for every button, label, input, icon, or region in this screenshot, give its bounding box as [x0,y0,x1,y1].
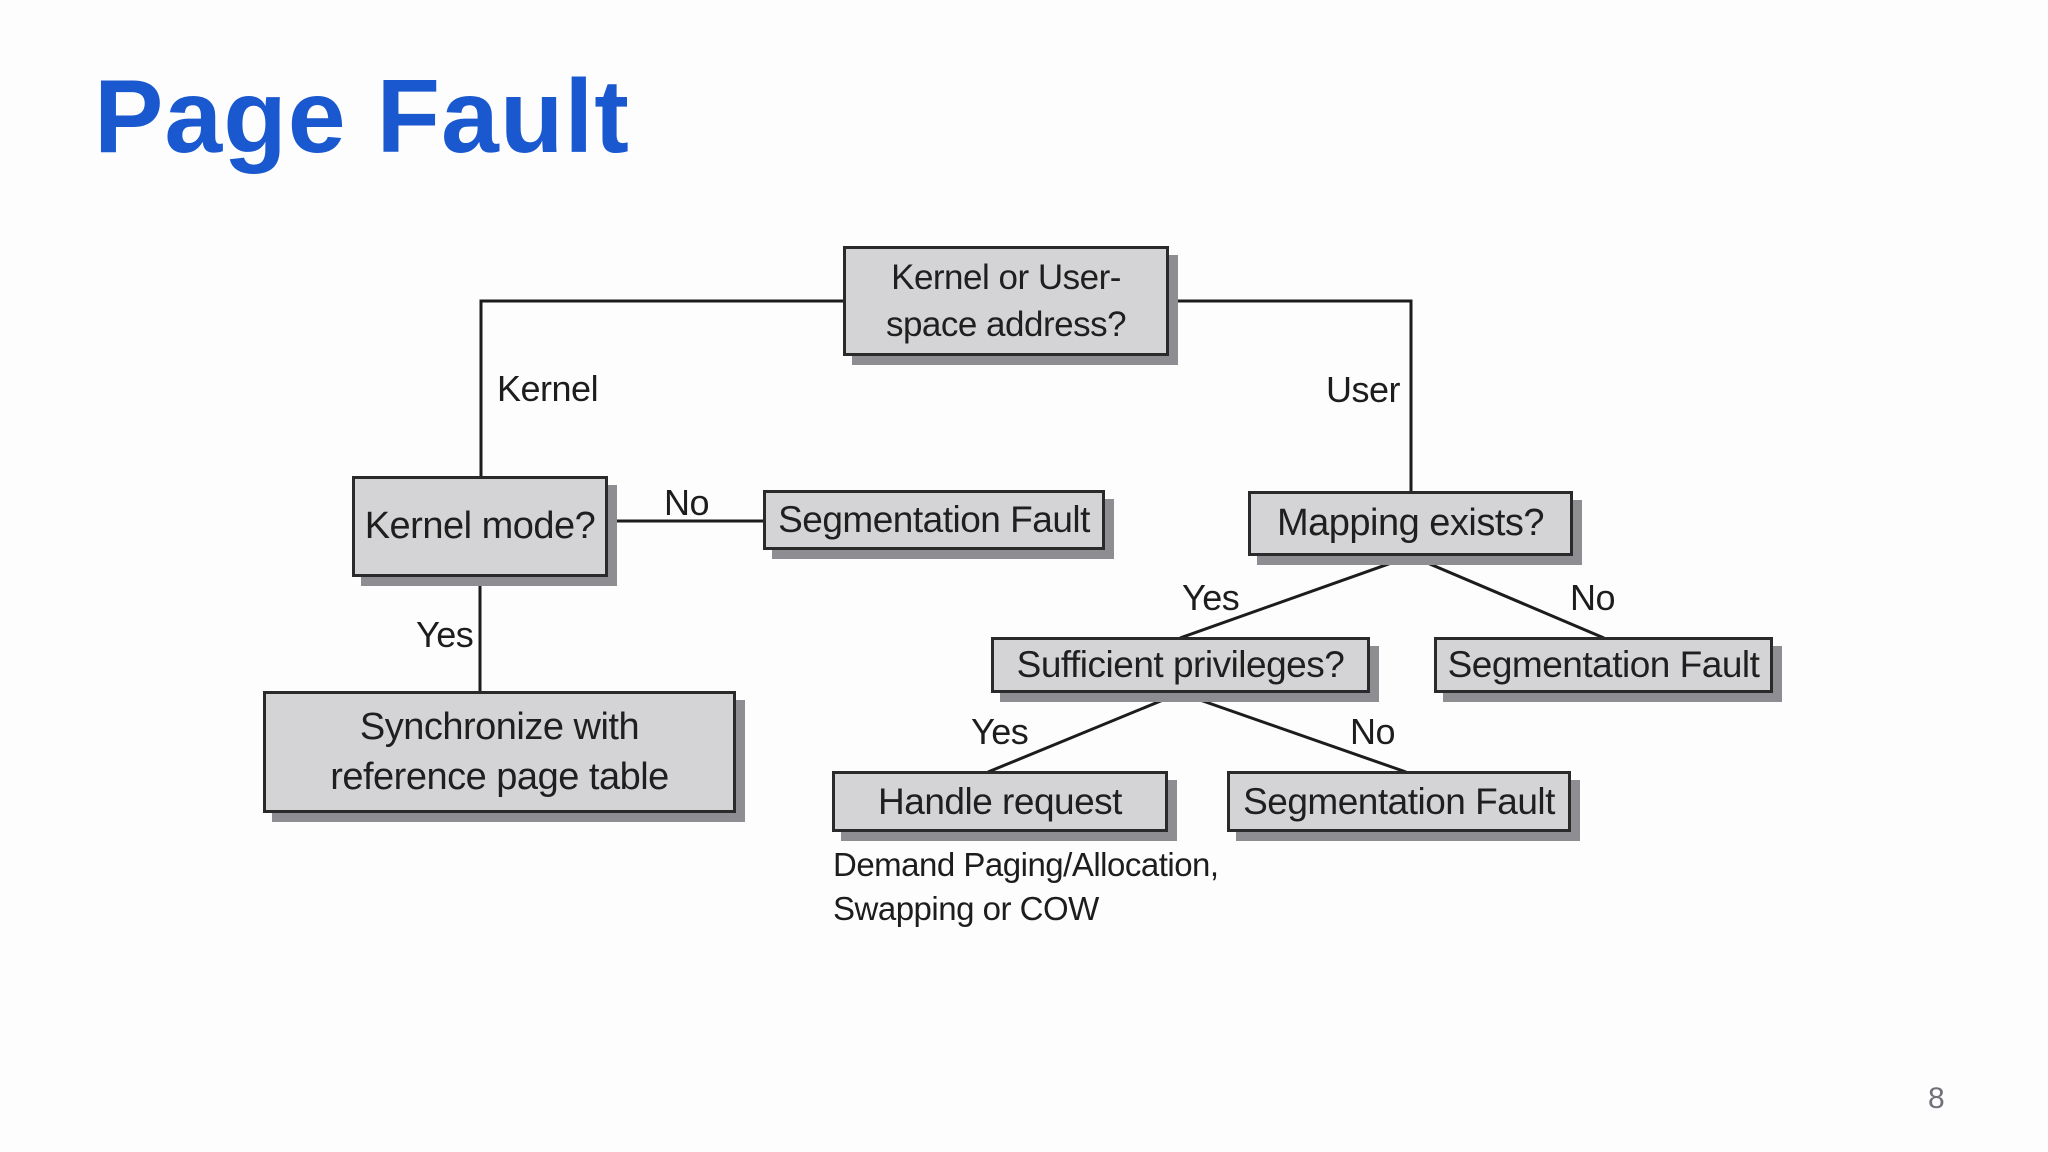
flowchart-node-kernel-or-user-space-address: Kernel or User- space address? [843,246,1169,356]
page-title: Page Fault [94,59,630,175]
flowchart-node-handle-request: Handle request [832,771,1168,832]
page-number: 8 [1928,1082,1945,1115]
flowchart-node-segmentation-fault-kernel: Segmentation Fault [763,490,1105,550]
edge-label-no-mapping: No [1570,577,1616,618]
edge-label-yes-mapping: Yes [1182,577,1240,618]
flowchart-node-sufficient-privileges: Sufficient privileges? [991,637,1370,693]
edge-label-kernel: Kernel [497,368,599,409]
flowchart-node-kernel-mode: Kernel mode? [352,476,608,577]
edge-label-user: User [1326,369,1401,410]
edge-label-yes-kernel-mode: Yes [416,614,474,655]
handle-request-caption: Demand Paging/Allocation, Swapping or CO… [833,846,1219,927]
edge-label-yes-privileges: Yes [971,711,1029,752]
flowchart-node-segmentation-fault-privileges: Segmentation Fault [1227,771,1571,832]
flowchart-node-mapping-exists: Mapping exists? [1248,491,1573,556]
flowchart-node-segmentation-fault-mapping: Segmentation Fault [1434,637,1773,693]
edge-label-no-privileges: No [1350,711,1396,752]
edge-label-no-kernel-mode: No [664,482,710,523]
flowchart-node-synchronize-reference-page-table: Synchronize with reference page table [263,691,736,813]
